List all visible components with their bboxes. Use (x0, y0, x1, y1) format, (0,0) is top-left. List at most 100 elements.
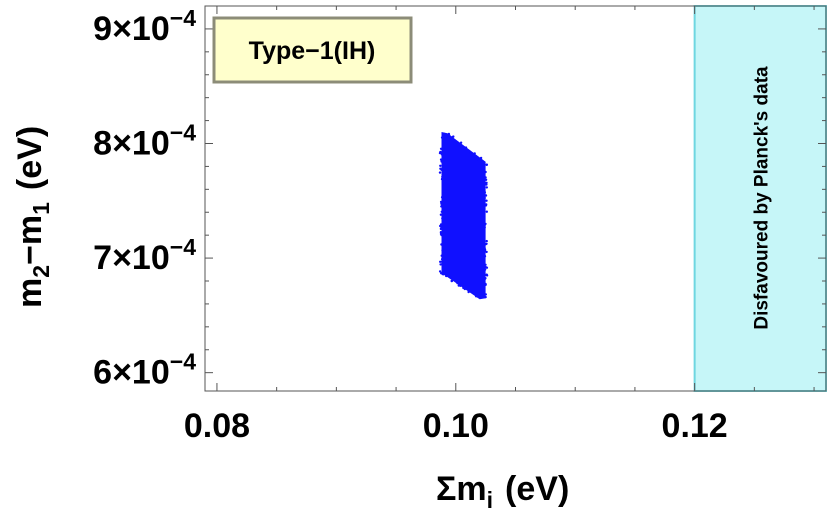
scatter-point (439, 147, 443, 150)
scatter-point (440, 160, 443, 163)
scatter-region-fill (441, 132, 486, 300)
scatter-point (440, 202, 443, 205)
scatter-point (484, 204, 488, 207)
y-axis-label-subscript-2: 2 (28, 265, 54, 278)
scatter-point (485, 210, 488, 213)
scatter-point (440, 153, 444, 156)
scatter-point (441, 195, 444, 199)
scatter-point (482, 214, 485, 217)
scatter-point (439, 158, 443, 161)
scatter-point (452, 135, 455, 138)
scatter-point (460, 146, 463, 149)
scatter-point (441, 217, 444, 220)
scatter-point (454, 280, 458, 283)
scatter-point (481, 160, 484, 163)
y-tick-label: 6×10−4 (93, 349, 196, 392)
scatter-point (482, 196, 486, 199)
scatter-point (442, 173, 445, 177)
planck-excluded-region (693, 5, 828, 392)
scatter-point (441, 261, 445, 264)
scatter-point (484, 194, 488, 197)
scatter-point (473, 152, 476, 155)
scatter-point (450, 279, 454, 283)
scatter-point (450, 275, 453, 279)
scatter-point (439, 227, 443, 231)
scatter-point (442, 165, 445, 168)
scatter-point (442, 273, 445, 276)
scatter-point (483, 191, 487, 194)
scatter-point (460, 284, 463, 287)
scatter-point (484, 170, 487, 174)
scatter-point (440, 136, 444, 139)
scatter-point (443, 132, 446, 136)
scatter-point (484, 293, 487, 296)
scatter-point (442, 225, 445, 228)
scatter-point (484, 178, 488, 181)
y-axis-label-main: m (11, 278, 49, 308)
scatter-point (441, 192, 445, 195)
type-badge-label: Type−1(IH) (249, 37, 376, 65)
scatter-point (484, 277, 487, 280)
y-tick-label: 7×10−4 (93, 234, 196, 277)
x-tick-label: 0.12 (662, 407, 728, 445)
scatter-point (469, 289, 472, 292)
scatter-point (485, 163, 488, 166)
y-axis-label-mid: −m (11, 215, 49, 265)
x-tick-label: 0.08 (184, 407, 250, 445)
scatter-point (446, 274, 449, 277)
scatter-point (479, 156, 483, 160)
scatter-point (467, 290, 470, 294)
scatter-point (485, 239, 488, 243)
scatter-point (442, 198, 445, 201)
scatter-point (441, 237, 444, 241)
scatter-point (441, 190, 444, 193)
scatter-point (439, 231, 443, 234)
x-axis-label-main: Σm (436, 470, 487, 508)
scatter-point (438, 171, 442, 174)
scatter-point (464, 146, 468, 149)
scatter-point (476, 158, 480, 161)
x-axis-label-subscript: i (487, 487, 493, 513)
scatter-point (482, 163, 485, 166)
scatter-point (441, 248, 444, 252)
y-tick-label: 8×10−4 (93, 120, 196, 163)
scatter-point (439, 167, 442, 170)
scatter-point (459, 141, 463, 144)
scatter-point (446, 133, 449, 136)
axis-ticks (205, 5, 826, 391)
y-axis-label-unit: (eV) (11, 126, 49, 190)
scatter-point (441, 209, 444, 213)
y-axis-label: m2−m1 (eV) (11, 126, 54, 308)
scatter-point (472, 155, 476, 158)
scatter-point (440, 243, 443, 246)
x-tick-label: 0.10 (423, 407, 489, 445)
scatter-point (439, 263, 442, 266)
scatter-point (442, 180, 445, 184)
scatter-point (439, 200, 443, 204)
scatter-point (484, 222, 487, 226)
scatter-point (439, 260, 442, 263)
scatter-point (439, 213, 443, 216)
y-axis-label-subscript-1: 1 (28, 202, 54, 215)
scatter-point (483, 247, 486, 250)
scatter-point (485, 274, 489, 277)
scatter-point (440, 177, 444, 181)
scatter-point (441, 233, 445, 236)
scatter-points (438, 132, 489, 300)
scatter-point (438, 270, 442, 273)
scatter-point (485, 250, 488, 254)
scatter-point (440, 254, 443, 257)
scatter-point (482, 254, 485, 257)
scatter-point (483, 226, 486, 229)
scatter-point (448, 134, 451, 137)
tick-labels: 0.08 0.10 0.12 6×10−4 7×10−4 8×10−4 9×10−4 (93, 5, 728, 445)
x-axis-label-unit: (eV) (505, 470, 569, 508)
scatter-point (441, 175, 444, 179)
scatter-point (439, 225, 443, 228)
scatter-point (474, 295, 478, 298)
planck-excluded-label: Disfavoured by Planck's data (751, 66, 772, 330)
scatter-point (439, 164, 442, 167)
y-tick-label: 9×10−4 (93, 5, 196, 48)
